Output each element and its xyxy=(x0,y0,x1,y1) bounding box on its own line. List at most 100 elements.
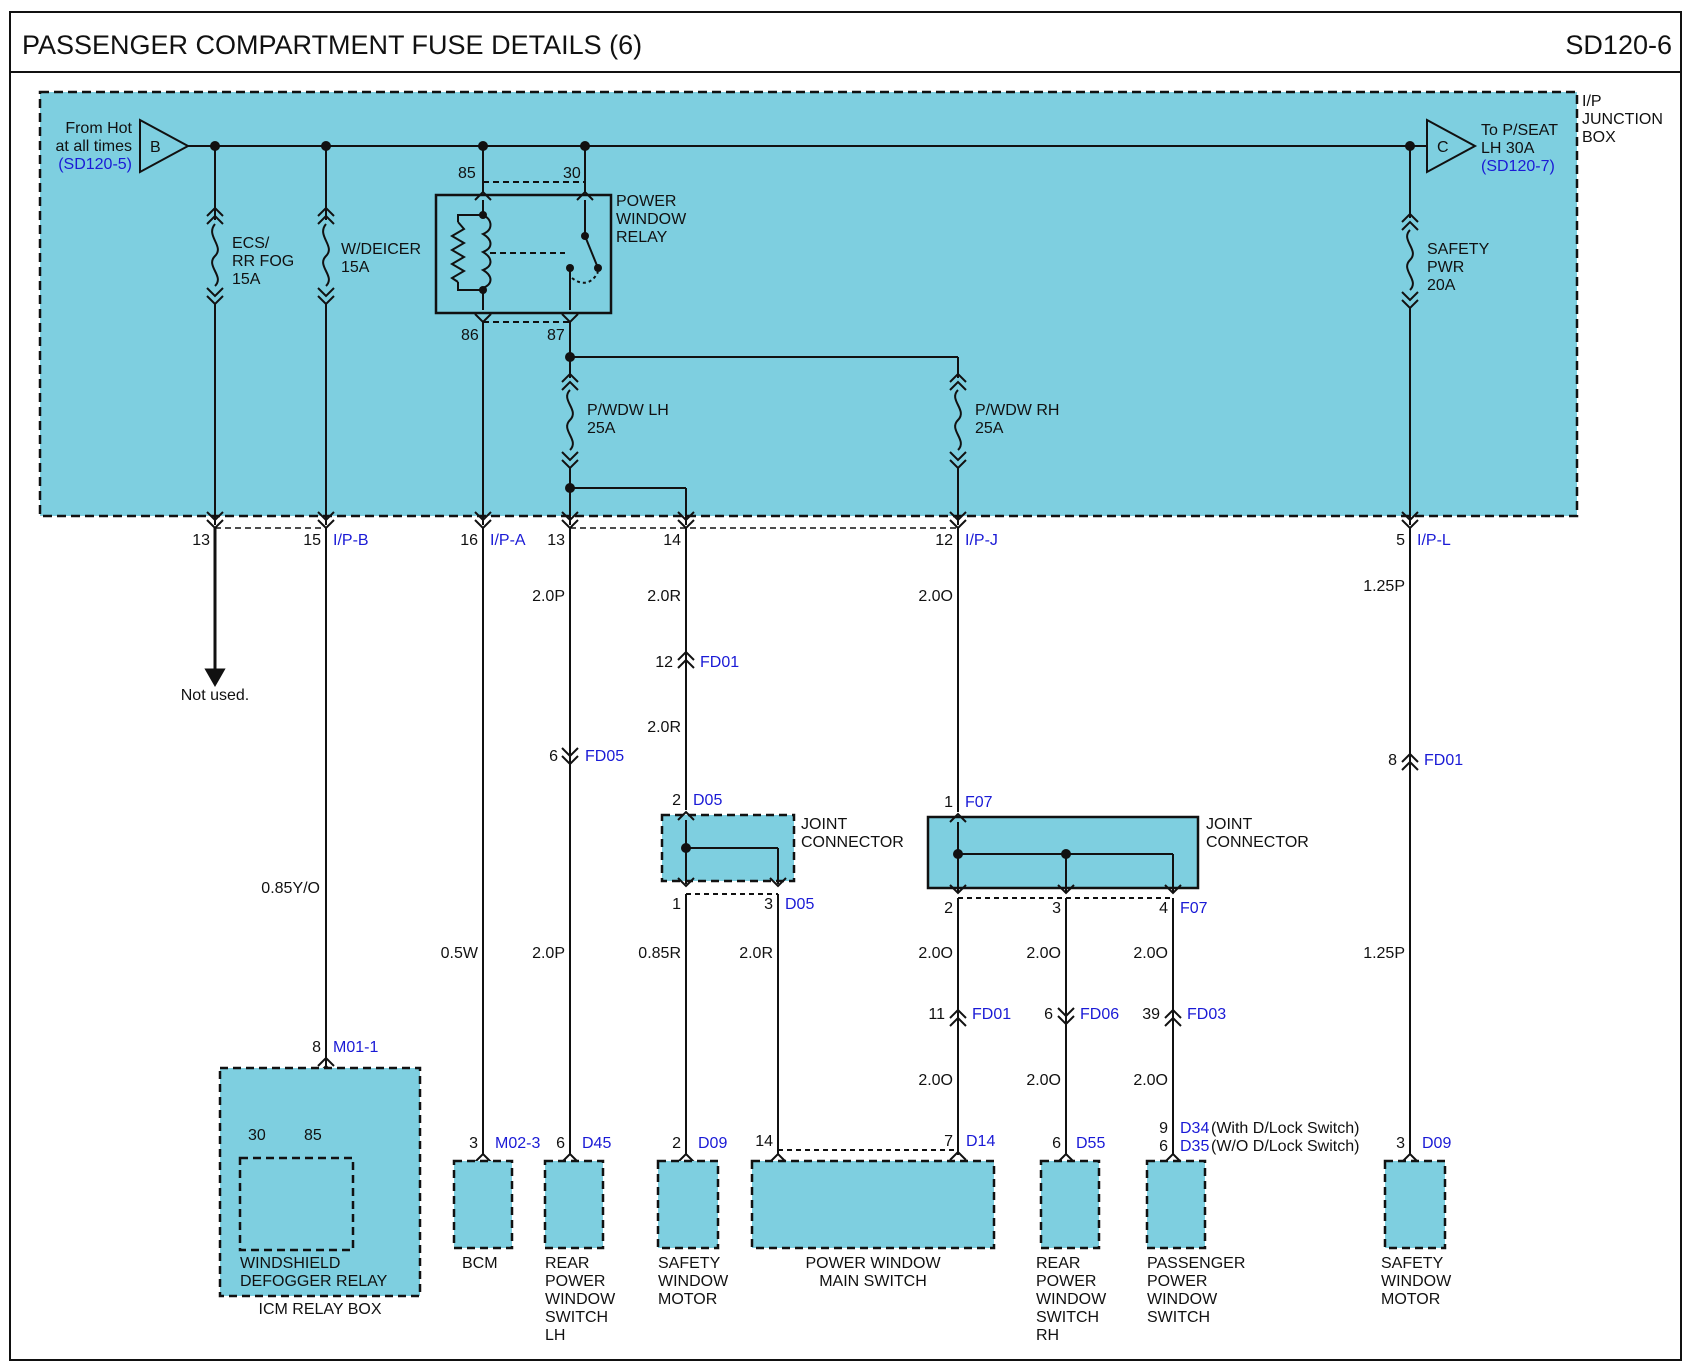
svg-text:WINDOW: WINDOW xyxy=(616,211,687,228)
svg-text:MOTOR: MOTOR xyxy=(1381,1291,1440,1308)
svg-text:RELAY: RELAY xyxy=(616,229,668,246)
rear-rh-conn-link[interactable]: D55 xyxy=(1076,1135,1105,1152)
conn-ipl-link[interactable]: I/P-L xyxy=(1417,532,1451,549)
passenger-conn2-link[interactable]: D35 xyxy=(1180,1138,1209,1155)
wire-125p-labels: 1.25P 1.25P xyxy=(1363,578,1405,962)
svg-text:13: 13 xyxy=(192,532,210,549)
joint-right-out-link[interactable]: F07 xyxy=(1180,900,1208,917)
fd01b-link[interactable]: FD01 xyxy=(1424,752,1463,769)
svg-text:3: 3 xyxy=(764,896,773,913)
source-out-ref-link[interactable]: (SD120-7) xyxy=(1481,158,1555,175)
svg-text:3: 3 xyxy=(469,1135,478,1152)
wire-20o-top-label: 2.0O xyxy=(918,588,953,605)
conn-ipb-link[interactable]: I/P-B xyxy=(333,532,369,549)
fd05-link[interactable]: FD05 xyxy=(585,748,624,765)
relay-pin-labels: 85 30 86 87 xyxy=(458,165,581,344)
icm-pin: 8 xyxy=(312,1039,321,1056)
svg-text:86: 86 xyxy=(461,327,479,344)
fuse-safety-pwr xyxy=(1401,146,1419,530)
windshield-defogger-relay xyxy=(238,1156,355,1252)
wire-20p-labels: 2.0P 2.0P xyxy=(532,588,565,962)
conn-ipa-link[interactable]: I/P-A xyxy=(490,532,526,549)
svg-text:WINDOW: WINDOW xyxy=(545,1291,616,1308)
svg-text:3: 3 xyxy=(1396,1135,1405,1152)
joint-left-in-link[interactable]: D05 xyxy=(693,792,722,809)
svg-text:POWER: POWER xyxy=(1036,1273,1096,1290)
svg-text:2.0R: 2.0R xyxy=(647,719,681,736)
wire-085yo-label: 0.85Y/O xyxy=(261,880,320,897)
svg-text:30: 30 xyxy=(563,165,581,182)
svg-text:WINDOW: WINDOW xyxy=(1147,1291,1218,1308)
svg-text:LH: LH xyxy=(545,1327,565,1344)
svg-text:BOX: BOX xyxy=(1582,129,1616,146)
passenger-conn1-link[interactable]: D34 xyxy=(1180,1120,1209,1137)
fd01a-link[interactable]: FD01 xyxy=(700,654,739,671)
svg-text:1.25P: 1.25P xyxy=(1363,945,1405,962)
svg-text:REAR: REAR xyxy=(545,1255,589,1272)
fd05-pin: 6 xyxy=(549,748,558,765)
power-window-relay xyxy=(434,146,613,324)
safety-motor-1-conn-link[interactable]: D09 xyxy=(698,1135,727,1152)
svg-text:2: 2 xyxy=(944,900,953,917)
joint-right-in-pin: 1 xyxy=(944,794,953,811)
svg-text:SAFETY: SAFETY xyxy=(1427,241,1490,258)
svg-text:30: 30 xyxy=(248,1127,266,1144)
svg-text:87: 87 xyxy=(547,327,565,344)
svg-text:SAFETY: SAFETY xyxy=(1381,1255,1444,1272)
svg-text:SWITCH: SWITCH xyxy=(1147,1309,1210,1326)
fuse-wdeicer-label: W/DEICER 15A xyxy=(341,241,421,276)
joint-right-dots xyxy=(953,849,1071,859)
svg-text:85: 85 xyxy=(304,1127,322,1144)
passenger-name: PASSENGER POWER WINDOW SWITCH xyxy=(1147,1255,1245,1326)
svg-text:14: 14 xyxy=(755,1133,773,1150)
svg-text:RR FOG: RR FOG xyxy=(232,253,294,270)
windshield-defogger-relay-label: WINDSHIELD DEFOGGER RELAY xyxy=(240,1255,388,1290)
svg-text:SAFETY: SAFETY xyxy=(658,1255,721,1272)
junction-box-label: I/P JUNCTION BOX xyxy=(1582,93,1663,146)
svg-text:85: 85 xyxy=(458,165,476,182)
wire-deicer-icm xyxy=(261,528,335,1157)
fd01c-link[interactable]: FD01 xyxy=(972,1006,1011,1023)
wire-bcm xyxy=(474,528,492,1163)
svg-text:P/WDW LH: P/WDW LH xyxy=(587,402,669,419)
svg-text:2.0O: 2.0O xyxy=(918,945,953,962)
wire-safety-motor-1 xyxy=(677,894,958,1163)
svg-text:25A: 25A xyxy=(975,420,1004,437)
svg-text:3: 3 xyxy=(1052,900,1061,917)
svg-text:2.0O: 2.0O xyxy=(1026,945,1061,962)
joint-right-in-link[interactable]: F07 xyxy=(965,794,993,811)
svg-text:JOINT: JOINT xyxy=(801,816,847,833)
wire-20r-3-label: 2.0R xyxy=(739,945,773,962)
safety-motor-1-name: SAFETY WINDOW MOTOR xyxy=(658,1255,729,1308)
joint-right-label: JOINT CONNECTOR xyxy=(1206,816,1309,851)
svg-text:SWITCH: SWITCH xyxy=(1036,1309,1099,1326)
svg-text:6: 6 xyxy=(1044,1006,1053,1023)
wire-05w-label: 0.5W xyxy=(441,945,479,962)
svg-text:I/P: I/P xyxy=(1582,93,1602,110)
conn-ipj-link[interactable]: I/P-J xyxy=(965,532,998,549)
rear-rh-switch-box xyxy=(1039,1159,1101,1250)
main-switch-box xyxy=(750,1159,996,1250)
bcm-name: BCM xyxy=(462,1255,498,1272)
svg-text:W/DEICER: W/DEICER xyxy=(341,241,421,258)
inline-links-row2[interactable]: FD01 FD06 FD03 xyxy=(972,1006,1226,1023)
rear-lh-conn-link[interactable]: D45 xyxy=(582,1135,611,1152)
source-in-ref-link[interactable]: (SD120-5) xyxy=(58,156,132,173)
bcm-conn-link[interactable]: M02-3 xyxy=(495,1135,540,1152)
svg-text:JOINT: JOINT xyxy=(1206,816,1252,833)
icm-relay-pins: 30 85 xyxy=(248,1127,322,1144)
fuse-ecs xyxy=(206,146,224,530)
safety-motor-2-conn-link[interactable]: D09 xyxy=(1422,1135,1451,1152)
svg-text:6: 6 xyxy=(556,1135,565,1152)
svg-text:2.0P: 2.0P xyxy=(532,588,565,605)
component-conn-links[interactable]: M02-3 D45 D09 D14 D55 D34 D35 D09 xyxy=(495,1120,1451,1155)
connector-links[interactable]: I/P-B I/P-A I/P-J I/P-L xyxy=(333,532,1451,549)
joint-left-out-link[interactable]: D05 xyxy=(785,896,814,913)
safety-motor-2-box xyxy=(1383,1159,1447,1250)
fd06-link[interactable]: FD06 xyxy=(1080,1006,1119,1023)
fd03-link[interactable]: FD03 xyxy=(1187,1006,1226,1023)
icm-conn-link[interactable]: M01-1 xyxy=(333,1039,378,1056)
main-switch-conn-link[interactable]: D14 xyxy=(966,1133,995,1150)
page-code: SD120-6 xyxy=(1565,30,1672,60)
